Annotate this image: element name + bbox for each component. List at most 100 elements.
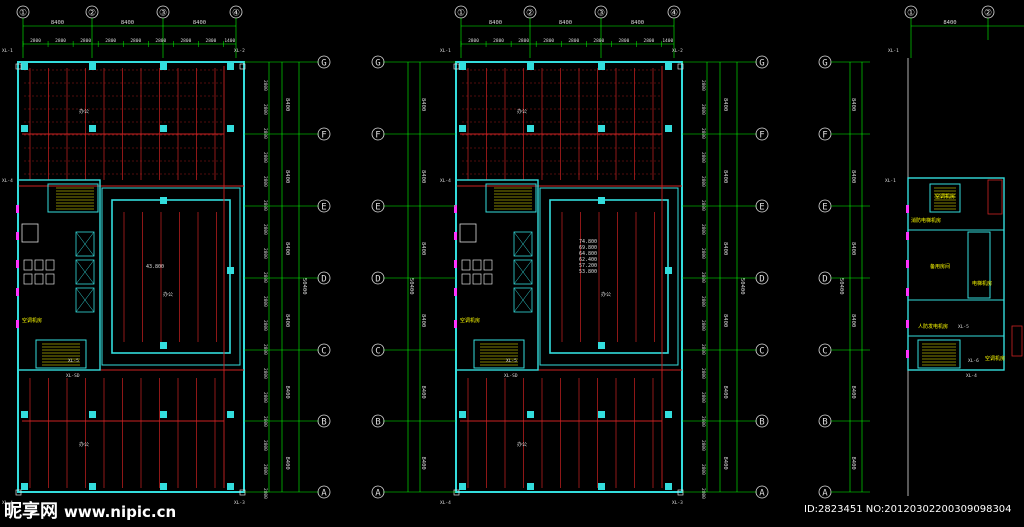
grid-row-B-label: B (759, 418, 764, 428)
door-marker (16, 205, 19, 213)
sub-dim: 2800 (30, 38, 41, 44)
structural-column (160, 63, 167, 70)
door-marker (906, 288, 909, 296)
room-label: 空调机房 (985, 355, 1005, 362)
elevation-label: 53.800 (579, 269, 597, 275)
structural-column (227, 125, 234, 132)
grid-row-C-circle (755, 343, 769, 357)
structural-column (527, 125, 534, 132)
total-dim: 50400 (838, 278, 844, 295)
sub-dim-right: 2800 (262, 128, 268, 139)
grid-row-left-D-label: D (375, 275, 380, 285)
row-dim-left: 8400 (420, 98, 426, 111)
shaft-box (459, 223, 477, 243)
sub-dim-right: 2800 (262, 416, 268, 427)
elevator-x (513, 259, 533, 285)
core-block (17, 179, 101, 371)
panel-tag: XL-2 (672, 48, 683, 54)
corridor-wall (101, 187, 241, 366)
structural-column (459, 483, 466, 490)
col-dim: 8400 (121, 20, 134, 26)
equipment-box (987, 179, 1003, 215)
grid-row-A-label: A (321, 489, 327, 499)
panel-tag: XL-1 (888, 48, 899, 54)
panel-tag: XL-6 (968, 358, 979, 364)
exterior-wall (17, 61, 245, 493)
structural-column (89, 63, 96, 70)
stair-bottom (35, 339, 87, 369)
sub-dim-right: 2800 (262, 296, 268, 307)
grid-row-G-circle (755, 55, 769, 69)
row-dim: 8400 (722, 98, 728, 111)
row-dim: 8400 (284, 457, 290, 470)
door-marker (906, 350, 909, 358)
row-dim: 8400 (284, 242, 290, 255)
room-label: 人防发电机房 (918, 323, 948, 330)
grid-row-F-circle (755, 127, 769, 141)
structural-column (665, 125, 672, 132)
structural-column (598, 197, 605, 204)
panel-tag: XL-2 (234, 48, 245, 54)
grid-row-3-D-label: D (822, 275, 827, 285)
roof-core (907, 177, 1005, 371)
elevator-shaft (75, 259, 95, 285)
door-marker (454, 205, 457, 213)
structural-column (227, 411, 234, 418)
toilet-cubicle (483, 273, 493, 285)
grid-col-3-1-label: ① (907, 9, 915, 19)
sub-dim-right: 2800 (262, 440, 268, 451)
structural-column (89, 483, 96, 490)
structural-column (21, 411, 28, 418)
toilet-cubicle (23, 273, 33, 285)
grid-col-4-label: ④ (670, 9, 678, 19)
grid-row-left-E-circle (371, 199, 385, 213)
elevation-label: 64.800 (579, 251, 597, 257)
grid-row-B-label: B (321, 418, 326, 428)
sub-dim-right: 2800 (262, 152, 268, 163)
sub-dim-right: 2800 (262, 320, 268, 331)
structural-column (160, 342, 167, 349)
sub-dim-right: 2800 (262, 248, 268, 259)
elevator-shaft (75, 231, 95, 257)
sub-dim: 2800 (55, 38, 66, 44)
distribution-box (239, 63, 246, 70)
panel-tag: XL-4 (440, 500, 451, 506)
row-dim: 8400 (850, 386, 856, 399)
sub-dim: 2800 (568, 38, 579, 44)
courtyard-wall (549, 199, 669, 354)
sub-dim-right: 2800 (700, 104, 706, 115)
lift-machine-room (967, 231, 991, 299)
door-marker (16, 288, 19, 296)
panel-tag: XL-4 (966, 373, 977, 379)
row-dim: 8400 (722, 457, 728, 470)
grid-row-3-C-label: C (822, 347, 827, 357)
distribution-box (239, 489, 246, 496)
grid-row-G-label: G (321, 59, 326, 69)
room-label: 办公 (517, 108, 527, 115)
structural-column (21, 63, 28, 70)
toilet-cubicle (461, 259, 471, 271)
row-dim-left: 8400 (420, 170, 426, 183)
toilet-cubicle (23, 259, 33, 271)
structural-column (665, 267, 672, 274)
panel-tag: XL-1 (440, 48, 451, 54)
grid-row-C-label: C (321, 347, 326, 357)
structural-column (21, 483, 28, 490)
sub-dim: 2800 (130, 38, 141, 44)
sub-dim-right: 2800 (700, 176, 706, 187)
panel-tag: XL-4 (2, 500, 13, 506)
corridor-wall (539, 187, 679, 366)
col-dim: 8400 (489, 20, 502, 26)
row-dim-left: 8400 (420, 386, 426, 399)
sub-dim-right: 2800 (700, 272, 706, 283)
elevator-x (75, 231, 95, 257)
toilet-cubicle (472, 259, 482, 271)
sub-dim: 2800 (155, 38, 166, 44)
door-marker (906, 232, 909, 240)
row-dim-left: 8400 (420, 457, 426, 470)
sub-dim: 2800 (593, 38, 604, 44)
room-label: 办公 (517, 441, 527, 448)
sub-dim: 2800 (618, 38, 629, 44)
panel-tag: XL-1 (2, 48, 13, 54)
